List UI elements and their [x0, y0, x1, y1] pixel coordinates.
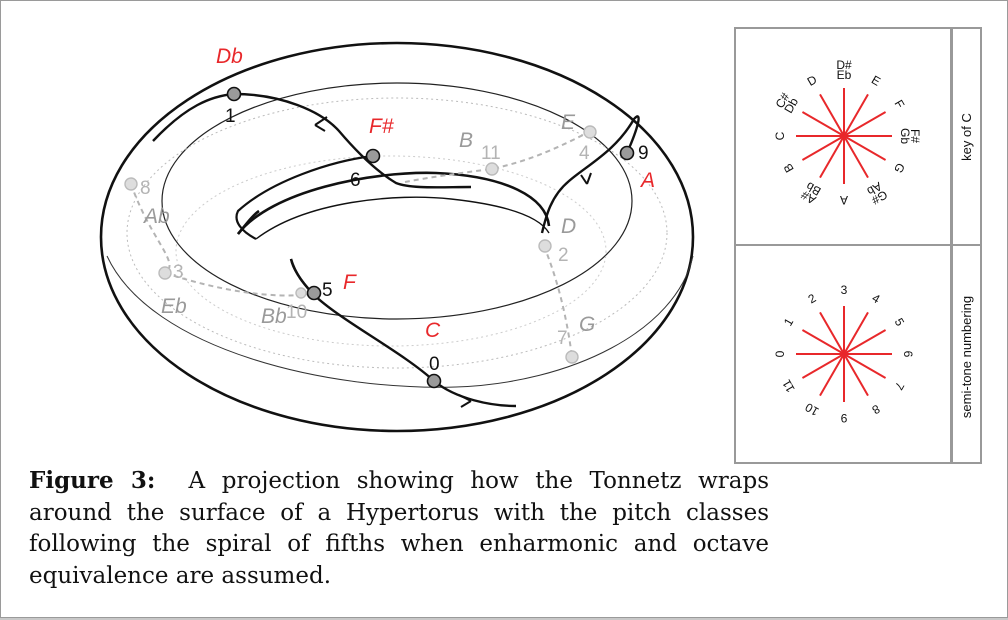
- semitone-label: 3: [841, 283, 848, 297]
- figure-caption: Figure 3: A projection showing how the T…: [29, 465, 769, 592]
- key-note-spoke: [843, 111, 887, 137]
- key-note-label: G#Ab: [864, 179, 890, 208]
- front-pitch-points: [226, 86, 635, 389]
- num-11: 11: [481, 143, 501, 164]
- key-note-spoke: [819, 93, 845, 137]
- point-4: [583, 125, 597, 139]
- key-note-spoke: [819, 135, 845, 179]
- figure-label: Figure 3:: [29, 467, 156, 494]
- point-1: [226, 86, 242, 102]
- semitone-label: 8: [869, 402, 882, 418]
- num-8: 8: [140, 178, 151, 199]
- num-9: 9: [638, 143, 649, 164]
- note-g: G: [579, 313, 595, 336]
- semitone-label: 4: [870, 291, 883, 307]
- semitone-numbering-label: semi-tone numbering: [959, 296, 974, 418]
- note-db: Db: [216, 45, 243, 68]
- key-of-c-label: key of C: [959, 113, 974, 161]
- key-note-label: E: [869, 73, 883, 89]
- point-7: [565, 350, 579, 364]
- key-note-spoke: [843, 135, 887, 161]
- num-5: 5: [322, 280, 333, 301]
- note-c: C: [425, 319, 441, 342]
- point-9: [619, 145, 635, 161]
- note-e: E: [561, 111, 576, 134]
- semitone-label: 1: [781, 315, 797, 328]
- key-note-label: A: [840, 193, 848, 207]
- note-bb: Bb: [261, 305, 287, 328]
- point-3: [158, 266, 172, 280]
- semitone-label: 10: [802, 400, 821, 419]
- note-ab: Ab: [142, 205, 170, 228]
- note-d: D: [561, 215, 576, 238]
- key-note-label: C#Db: [773, 90, 802, 116]
- num-10: 10: [286, 302, 307, 323]
- semitone-label: 6: [901, 351, 915, 358]
- semitone-spoke: [843, 329, 887, 355]
- num-0: 0: [429, 354, 440, 375]
- semitone-label: 11: [779, 377, 798, 395]
- figure-caption-text: A projection showing how the Tonnetz wra…: [29, 468, 770, 589]
- torus-diagram: 1 6 9 5 0 8 3 10 11 4 2 7 Db F# A F C Ab…: [99, 41, 695, 433]
- semitone-spoke: [819, 353, 845, 397]
- key-note-label: C: [773, 131, 787, 140]
- semitone-spoke: [843, 353, 887, 379]
- note-f: F: [343, 271, 357, 294]
- key-note-label: D#Eb: [836, 58, 852, 82]
- semitone-label: 7: [892, 380, 908, 393]
- note-a: A: [639, 169, 655, 192]
- point-5: [306, 285, 322, 301]
- key-note-label: A#Bb: [798, 179, 823, 207]
- num-6: 6: [350, 170, 361, 191]
- semitone-spoke: [801, 329, 845, 355]
- note-eb: Eb: [161, 295, 187, 318]
- num-4: 4: [579, 143, 590, 164]
- num-3: 3: [173, 262, 184, 283]
- point-0: [426, 373, 442, 389]
- point-2: [538, 239, 552, 253]
- note-b: B: [459, 129, 473, 152]
- semitone-label: 0: [773, 350, 787, 357]
- key-note-label: F: [892, 97, 908, 110]
- key-note-spoke: [843, 93, 869, 137]
- semitone-label: 9: [840, 411, 847, 425]
- point-10: [295, 287, 307, 299]
- semitone-spoke: [843, 311, 869, 355]
- key-note-spoke: [801, 111, 845, 137]
- semitone-label: 2: [806, 291, 819, 307]
- key-note-label: D: [805, 72, 820, 89]
- key-note-label: B: [781, 161, 797, 175]
- key-note-label: F#Gb: [898, 128, 922, 144]
- semitone-spoke: [843, 353, 869, 397]
- point-8: [124, 177, 138, 191]
- key-note-spoke: [843, 135, 869, 179]
- back-pitch-points: [124, 125, 597, 364]
- semitone-spoke: [801, 353, 845, 379]
- num-1: 1: [225, 106, 236, 127]
- key-note-spoke: [801, 135, 845, 161]
- key-note-label: G: [891, 160, 908, 175]
- note-f-sharp: F#: [369, 115, 394, 138]
- point-6: [365, 148, 381, 164]
- semitone-label: 5: [892, 316, 908, 329]
- num-7: 7: [557, 328, 568, 349]
- point-11: [485, 162, 499, 176]
- semitone-spoke: [819, 311, 845, 355]
- num-2: 2: [558, 245, 569, 266]
